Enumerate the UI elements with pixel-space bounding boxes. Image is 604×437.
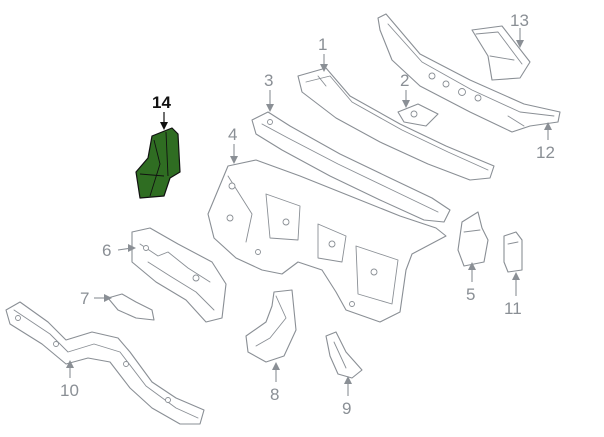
part-6[interactable] [131, 227, 227, 323]
callout-11: 11 [504, 299, 522, 318]
part-2[interactable] [397, 103, 439, 127]
callout-9: 9 [342, 399, 351, 418]
part-8[interactable] [245, 289, 297, 363]
callout-5: 5 [466, 285, 475, 304]
part-3[interactable] [251, 111, 451, 223]
part-13[interactable] [471, 25, 531, 81]
part-5[interactable] [457, 211, 489, 267]
part-1[interactable] [297, 67, 495, 181]
callout-6: 6 [102, 241, 111, 260]
part-11[interactable] [503, 231, 523, 273]
callout-1: 1 [318, 35, 327, 54]
part-7[interactable] [107, 293, 155, 321]
callout-14: 14 [152, 93, 171, 112]
part-14[interactable] [135, 127, 181, 199]
callout-13: 13 [510, 11, 529, 30]
part-4[interactable] [207, 159, 447, 323]
callout-12: 12 [536, 143, 555, 162]
part-9[interactable] [325, 331, 363, 379]
part-12[interactable] [377, 13, 561, 133]
callout-2: 2 [400, 71, 409, 90]
leader-lines [66, 28, 552, 396]
callout-7: 7 [80, 289, 89, 308]
callout-10: 10 [60, 381, 79, 400]
callout-4: 4 [228, 125, 237, 144]
callout-8: 8 [270, 385, 279, 404]
callout-3: 3 [264, 71, 273, 90]
part-10[interactable] [5, 301, 205, 425]
